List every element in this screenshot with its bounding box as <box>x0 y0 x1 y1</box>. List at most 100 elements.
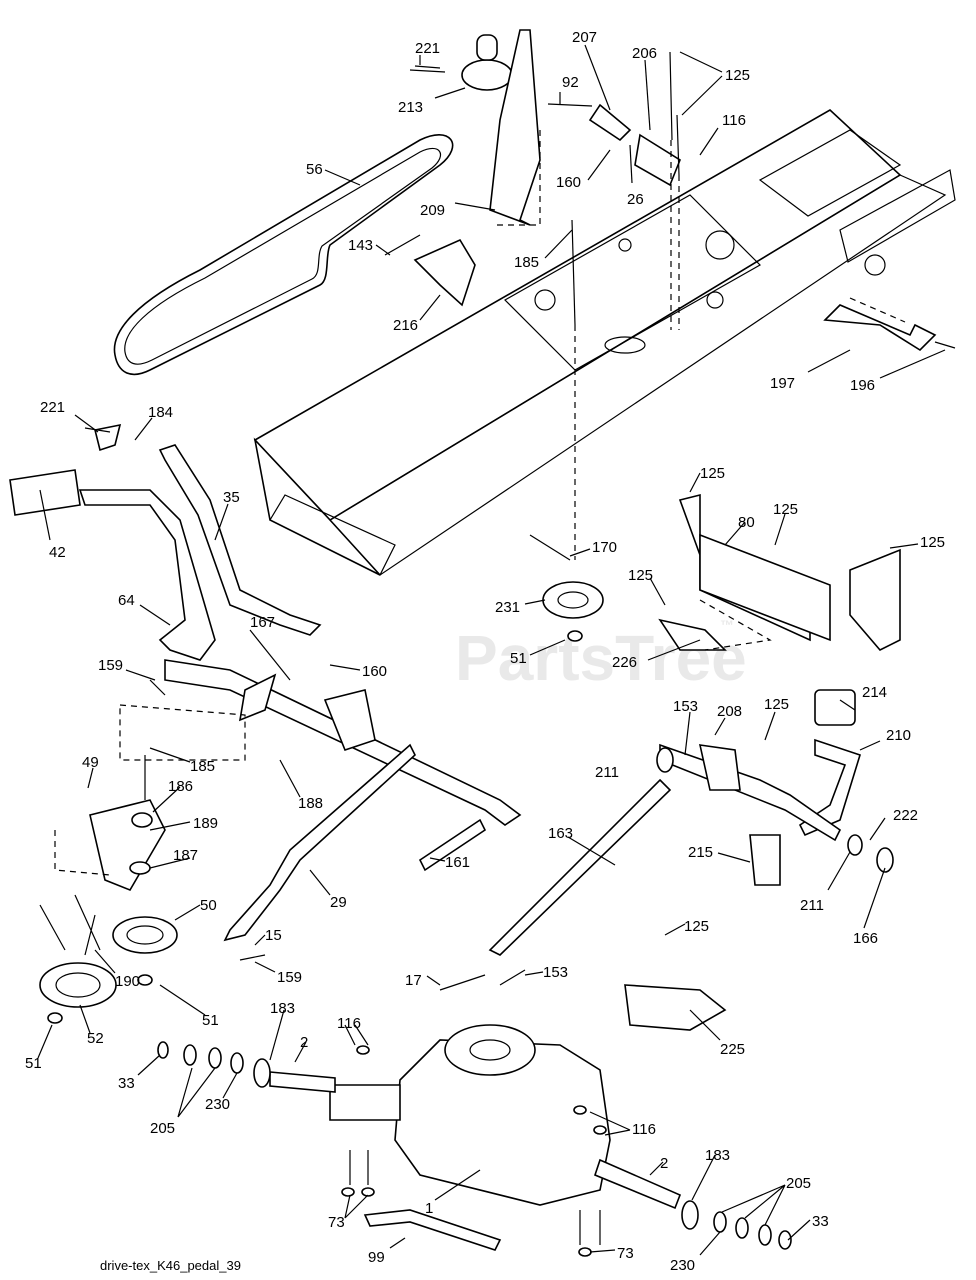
callout-226: 226 <box>612 654 637 671</box>
callout-35: 35 <box>223 489 240 506</box>
callout-125: 125 <box>684 918 709 935</box>
callout-163: 163 <box>548 825 573 842</box>
callout-15: 15 <box>265 927 282 944</box>
pin-153 <box>499 969 526 986</box>
callout-214: 214 <box>862 684 887 701</box>
callout-125: 125 <box>920 534 945 551</box>
callout-215: 215 <box>688 844 713 861</box>
callout-161: 161 <box>445 854 470 871</box>
callout-51: 51 <box>510 650 527 667</box>
pedal-bracket <box>658 493 901 651</box>
callout-189: 189 <box>193 815 218 832</box>
callout-221: 221 <box>415 40 440 57</box>
callout-125: 125 <box>764 696 789 713</box>
idler-assembly-left <box>39 755 178 1024</box>
callout-209: 209 <box>420 202 445 219</box>
callout-26: 26 <box>627 191 644 208</box>
callout-207: 207 <box>572 29 597 46</box>
callout-205: 205 <box>786 1175 811 1192</box>
callout-196: 196 <box>850 377 875 394</box>
brake-rod <box>823 297 956 352</box>
callout-166: 166 <box>853 930 878 947</box>
callout-183: 183 <box>270 1000 295 1017</box>
callout-197: 197 <box>770 375 795 392</box>
callout-186: 186 <box>168 778 193 795</box>
rod-29 <box>223 743 416 961</box>
callout-170: 170 <box>592 539 617 556</box>
callout-64: 64 <box>118 592 135 609</box>
callout-42: 42 <box>49 544 66 561</box>
callout-125: 125 <box>700 465 725 482</box>
callout-116: 116 <box>722 112 746 129</box>
callout-213: 213 <box>398 99 423 116</box>
callout-160: 160 <box>362 663 387 680</box>
callout-33: 33 <box>118 1075 135 1092</box>
bolts <box>341 1045 607 1257</box>
callout-225: 225 <box>720 1041 745 1058</box>
callout-188: 188 <box>298 795 323 812</box>
callout-1: 1 <box>425 1200 433 1217</box>
transaxle <box>253 1024 699 1251</box>
callout-29: 29 <box>330 894 347 911</box>
callout-153: 153 <box>543 964 568 981</box>
callout-2: 2 <box>300 1034 308 1051</box>
callout-185: 185 <box>190 758 215 775</box>
callout-80: 80 <box>738 514 755 531</box>
callout-116: 116 <box>337 1015 361 1032</box>
callout-190: 190 <box>115 973 140 990</box>
trademark: ™ <box>720 617 734 633</box>
callout-2: 2 <box>660 1155 668 1172</box>
callout-labels: 2212132072061259211656160262091431852161… <box>25 29 945 1274</box>
callout-17: 17 <box>405 972 422 989</box>
callout-230: 230 <box>205 1096 230 1113</box>
callout-49: 49 <box>82 754 99 771</box>
callout-52: 52 <box>87 1030 104 1047</box>
callout-73: 73 <box>617 1245 634 1262</box>
pedal-assembly <box>488 689 894 956</box>
washers-right <box>713 1211 792 1250</box>
frame-chassis <box>253 109 956 576</box>
callout-231: 231 <box>495 599 520 616</box>
callout-159: 159 <box>277 969 302 986</box>
callout-167: 167 <box>250 614 275 631</box>
callout-185: 185 <box>514 254 539 271</box>
top-parts <box>384 29 681 560</box>
center-pulley <box>529 534 604 642</box>
callout-125: 125 <box>773 501 798 518</box>
callout-99: 99 <box>368 1249 385 1266</box>
shift-lever-assembly <box>9 423 522 826</box>
callout-211: 211 <box>595 764 619 781</box>
callout-51: 51 <box>202 1012 219 1029</box>
callout-160: 160 <box>556 174 581 191</box>
callout-33: 33 <box>812 1213 829 1230</box>
callout-211: 211 <box>800 897 824 914</box>
callout-216: 216 <box>393 317 418 334</box>
spring-161 <box>418 818 487 872</box>
callout-92: 92 <box>562 74 579 91</box>
callout-205: 205 <box>150 1120 175 1137</box>
callout-230: 230 <box>670 1257 695 1274</box>
pin-17 <box>439 974 486 991</box>
callout-183: 183 <box>705 1147 730 1164</box>
callout-222: 222 <box>893 807 918 824</box>
callout-159: 159 <box>98 657 123 674</box>
leader-lines <box>37 44 946 1256</box>
callout-153: 153 <box>673 698 698 715</box>
callout-51: 51 <box>25 1055 42 1072</box>
callout-125: 125 <box>628 567 653 584</box>
callout-221: 221 <box>40 399 65 416</box>
callout-187: 187 <box>173 847 198 864</box>
diagram-reference: drive-tex_K46_pedal_39 <box>100 1258 241 1273</box>
callout-56: 56 <box>306 161 323 178</box>
callout-184: 184 <box>148 404 173 421</box>
callout-206: 206 <box>632 45 657 62</box>
callout-50: 50 <box>200 897 217 914</box>
washers-left <box>157 1041 244 1074</box>
callout-125: 125 <box>725 67 750 84</box>
callout-116: 116 <box>632 1121 656 1138</box>
callout-143: 143 <box>348 237 373 254</box>
callout-73: 73 <box>328 1214 345 1231</box>
callout-210: 210 <box>886 727 911 744</box>
bracket-225 <box>624 984 727 1031</box>
